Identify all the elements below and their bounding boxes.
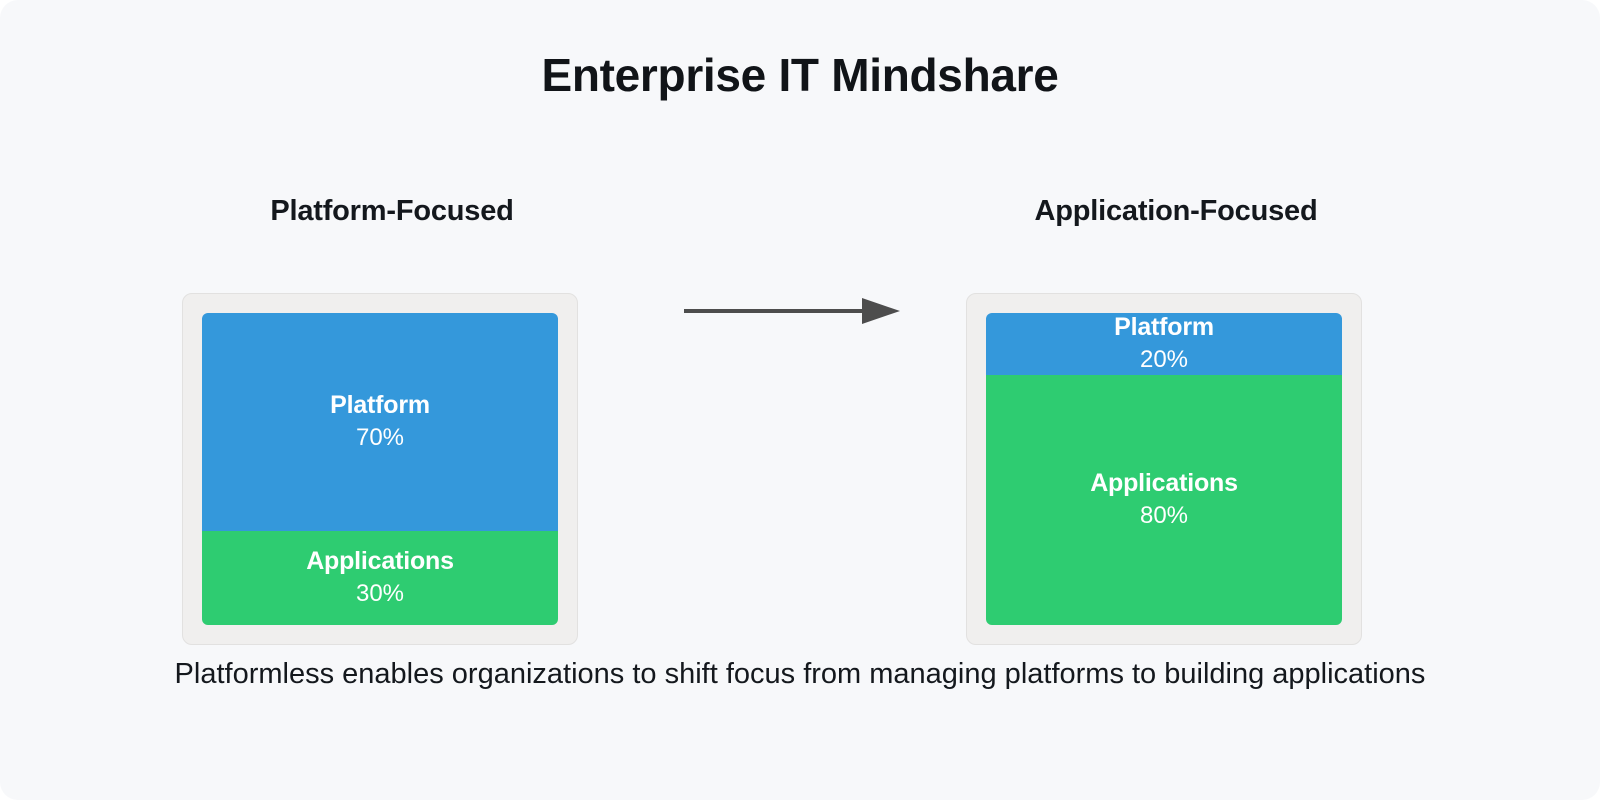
segment-applications[interactable]: Applications 80% [986,375,1342,625]
segment-label: Applications [306,547,454,576]
panel-heading-platform-focused: Platform-Focused [270,195,514,227]
stacked-bar-card-application-focused: Platform 20% Applications 80% [966,293,1362,645]
caption-text: Platformless enables organizations to sh… [174,658,1426,690]
segment-value: 30% [355,579,405,607]
stacked-bar-card-platform-focused: Platform 70% Applications 30% [182,293,578,645]
panel-platform-focused: Platform-Focused Platform 70% Applicatio… [182,190,602,645]
segment-label: Platform [1114,313,1214,342]
stacked-bar-application-focused: Platform 20% Applications 80% [986,313,1342,625]
arrow-right-icon [682,296,902,326]
segment-label: Applications [1090,469,1238,498]
segment-value: 80% [1139,501,1189,529]
panel-heading-application-focused: Application-Focused [1034,195,1318,227]
page-title: Enterprise IT Mindshare [541,49,1059,101]
segment-platform[interactable]: Platform 20% [986,313,1342,376]
segment-value: 70% [355,423,405,451]
segment-label: Platform [330,391,430,420]
stacked-bar-platform-focused: Platform 70% Applications 30% [202,313,558,625]
panel-application-focused: Application-Focused Platform 20% Applica… [966,190,1386,645]
segment-applications[interactable]: Applications 30% [202,531,558,625]
segment-platform[interactable]: Platform 70% [202,313,558,532]
segment-value: 20% [1139,345,1189,373]
